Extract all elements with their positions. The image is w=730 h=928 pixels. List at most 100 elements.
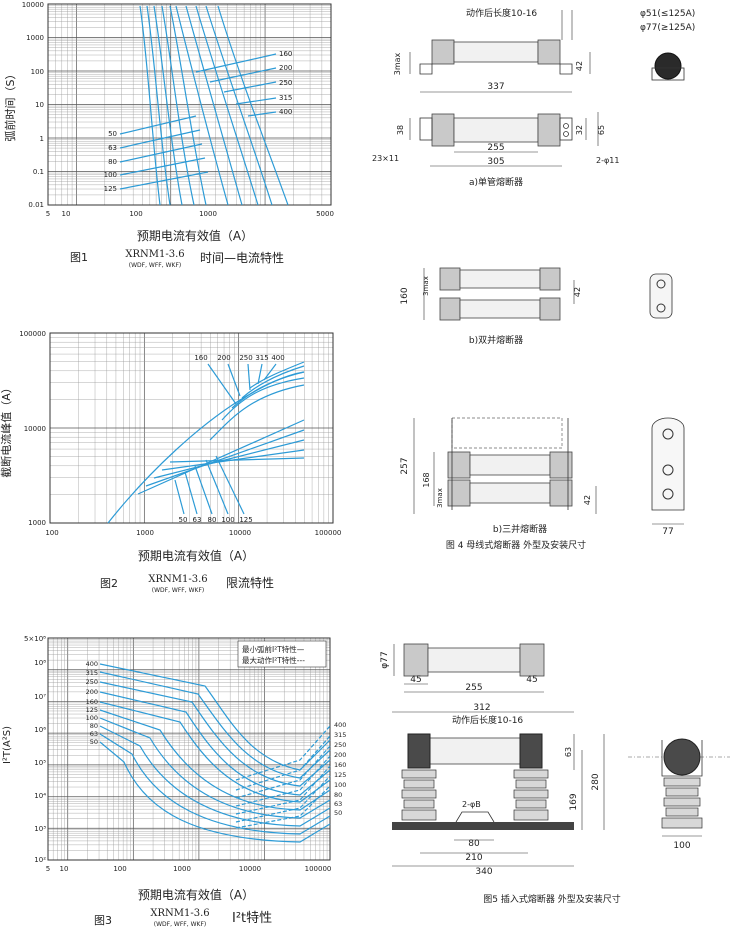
fig4a-contact-left — [419, 63, 433, 75]
fig3-ytick: 10⁴ — [34, 792, 46, 800]
fig3-curve-63 — [99, 733, 331, 835]
fig1-caption-sub: (WDF, WFF, WKF) — [129, 262, 181, 269]
fig2-caption-title: 限流特性 — [226, 575, 274, 590]
fig1-leader-50 — [119, 115, 197, 135]
fig1-leader-315 — [235, 97, 277, 105]
fig3-ytick: 10⁵ — [34, 759, 46, 767]
fig5-mount-slot — [455, 811, 495, 823]
fig2-curve-label: 200 — [217, 354, 230, 362]
fig3-curve-label: 400 — [334, 721, 346, 729]
fig1-curve-315 — [205, 5, 273, 206]
fig1-ytick: 0.01 — [28, 201, 44, 209]
fig3-curve-label: 250 — [334, 741, 346, 749]
fig2-leader-200 — [227, 363, 241, 397]
fig2-caption-no: 图2 — [100, 577, 118, 590]
fig4b-cap — [439, 267, 461, 291]
fig1-curve-400 — [217, 5, 289, 206]
fig3-curve-160 — [99, 701, 331, 803]
fig5-end-view-clip — [661, 740, 703, 777]
fig5-210: 210 — [465, 853, 482, 863]
fig3-curve-label: 315 — [86, 669, 98, 677]
fig3-curve-label: 250 — [86, 678, 98, 686]
fig1-xtick: 100 — [129, 210, 142, 218]
fig1-ytick: 100 — [31, 68, 44, 76]
fig4a-305: 305 — [487, 157, 504, 167]
fig4c-cap — [549, 479, 573, 507]
fig5-after-length: 动作后长度10-16 — [452, 714, 523, 726]
fig2-xtick: 10000 — [229, 529, 251, 537]
fig2-curve-label: 250 — [239, 354, 252, 362]
fig2-xtick: 100 — [45, 529, 58, 537]
fig4c-caption: b)三并熔断器 — [493, 523, 547, 535]
fig3-curve-label: 50 — [90, 738, 98, 746]
fig4a-end-view-base — [651, 67, 685, 81]
fig3-xtick: 10000 — [239, 865, 261, 873]
fig3-i2t-chart: 最小弧前I²T特性— 最大动作I²T特性--- 5×10⁸ 10⁸ 10⁷ 10… — [2, 635, 346, 928]
fig4-caption: 图 4 母线式熔断器 外型及安装尺寸 — [446, 539, 586, 551]
fig3-curve-label: 160 — [334, 761, 346, 769]
fig3-legend-solid: 最小弧前I²T特性— — [242, 644, 305, 654]
fig5-255: 255 — [465, 683, 482, 693]
fig1-ytick: 1 — [40, 135, 44, 143]
fig5-assembly-cap-right — [519, 733, 543, 769]
fig2-curve-label: 160 — [194, 354, 207, 362]
fig3-curve-label: 125 — [334, 771, 346, 779]
fig4c-end-hole — [662, 488, 674, 500]
fig2-curve-315 — [241, 365, 305, 399]
fig3-curve-100 — [99, 717, 331, 819]
fig3-curve-label: 400 — [86, 660, 98, 668]
fig4c-tube-mid — [469, 454, 551, 476]
fig4b-end-hole — [656, 303, 666, 313]
fig5-340: 340 — [475, 867, 492, 877]
fig3-curve-label: 50 — [334, 809, 342, 817]
fig5-end-view-insulator — [661, 777, 703, 829]
fig4b-42: 42 — [573, 287, 582, 297]
fig2-leader-160 — [207, 363, 237, 405]
fig2-curve-250 — [231, 371, 305, 409]
fig2-ylabel: 截断电流峰值（A） — [0, 382, 13, 478]
fig2-curve-80 — [153, 439, 305, 479]
fig3-xtick: 5 — [46, 865, 50, 873]
fig5-base-plate — [392, 822, 574, 830]
fig2-xtick: 1000 — [136, 529, 154, 537]
fig4b-160: 160 — [400, 287, 410, 304]
fig2-leader-100 — [205, 459, 229, 515]
fig2-curve-200 — [221, 377, 305, 421]
fig3-curve-label: 63 — [90, 730, 98, 738]
fig1-xtick: 5000 — [316, 210, 334, 218]
fig4a-tube-top — [453, 41, 539, 63]
fig4c-cap — [447, 479, 471, 507]
fig1-curve-label: 315 — [279, 94, 292, 102]
fig5-80: 80 — [468, 839, 480, 849]
fig4a-dia1: φ51(≤125A) — [640, 9, 695, 19]
fig3-curve-label: 315 — [334, 731, 346, 739]
fig1-ytick: 10 — [35, 101, 44, 109]
fig4a-255: 255 — [487, 143, 504, 153]
fig2-leader-63 — [184, 471, 198, 515]
fig4c-168: 168 — [422, 472, 431, 487]
fig3-curve-label: 100 — [334, 781, 346, 789]
fig5-end-view-cap — [663, 738, 701, 776]
fig1-leader-250 — [223, 81, 277, 93]
fig1-curve-200 — [185, 5, 243, 206]
fig2-xtick: 100000 — [315, 529, 342, 537]
fig4a-cap-right-front — [537, 113, 561, 147]
fig1-xtick: 1000 — [199, 210, 217, 218]
fig2-leader-250 — [247, 363, 251, 391]
fig4a-caption: a)单管熔断器 — [469, 176, 523, 188]
fig4b-cap — [439, 297, 461, 321]
fig1-curve-160 — [175, 5, 229, 206]
fig3-ytick: 10⁷ — [34, 693, 46, 701]
fig2-curve-50 — [137, 419, 305, 495]
fig2-xlabel: 预期电流有效值（A） — [138, 548, 254, 563]
fig2-curves — [107, 361, 305, 524]
fig4a-end-view-cap — [654, 52, 682, 80]
fig2-curve-label: 80 — [208, 516, 217, 524]
fig3-curve-label: 200 — [334, 751, 346, 759]
fig4b-tube-upper — [459, 269, 541, 289]
fig4a-2phi11: 2-φ11 — [596, 156, 619, 165]
fig4a-337: 337 — [487, 82, 504, 92]
fig5-assembly-cap-left — [407, 733, 431, 769]
fig1-leader-200 — [209, 67, 277, 83]
